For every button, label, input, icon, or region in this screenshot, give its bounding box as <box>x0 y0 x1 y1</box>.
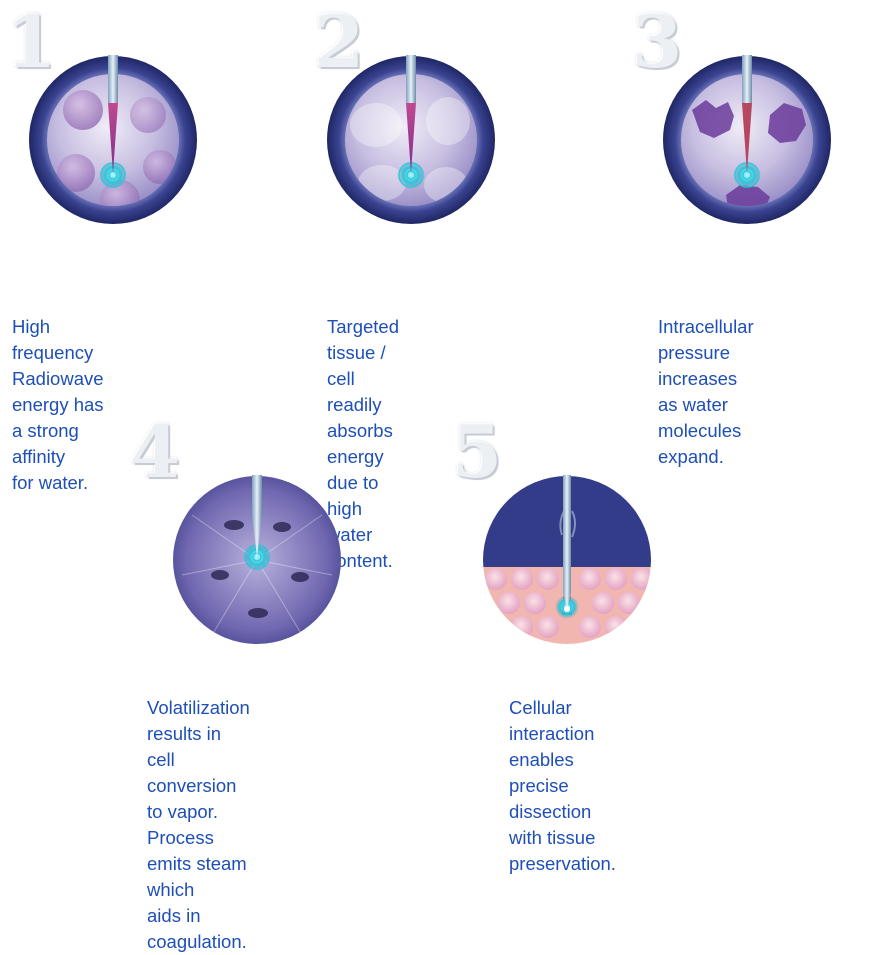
cells-with-probe-illustration <box>28 55 198 225</box>
cells-absorbing-energy-illustration <box>326 55 496 225</box>
step-caption: High frequency Radiowave energy has a st… <box>12 314 104 496</box>
cells-expanding-illustration <box>662 55 832 225</box>
step-caption: Volatilization results in cell conversio… <box>147 695 250 955</box>
cells-volatilizing-illustration <box>172 475 342 645</box>
step-caption: Cellular interaction enables precise dis… <box>509 695 616 877</box>
tissue-dissection-illustration <box>482 475 652 645</box>
step-caption: Intracellular pressure increases as wate… <box>658 314 754 470</box>
